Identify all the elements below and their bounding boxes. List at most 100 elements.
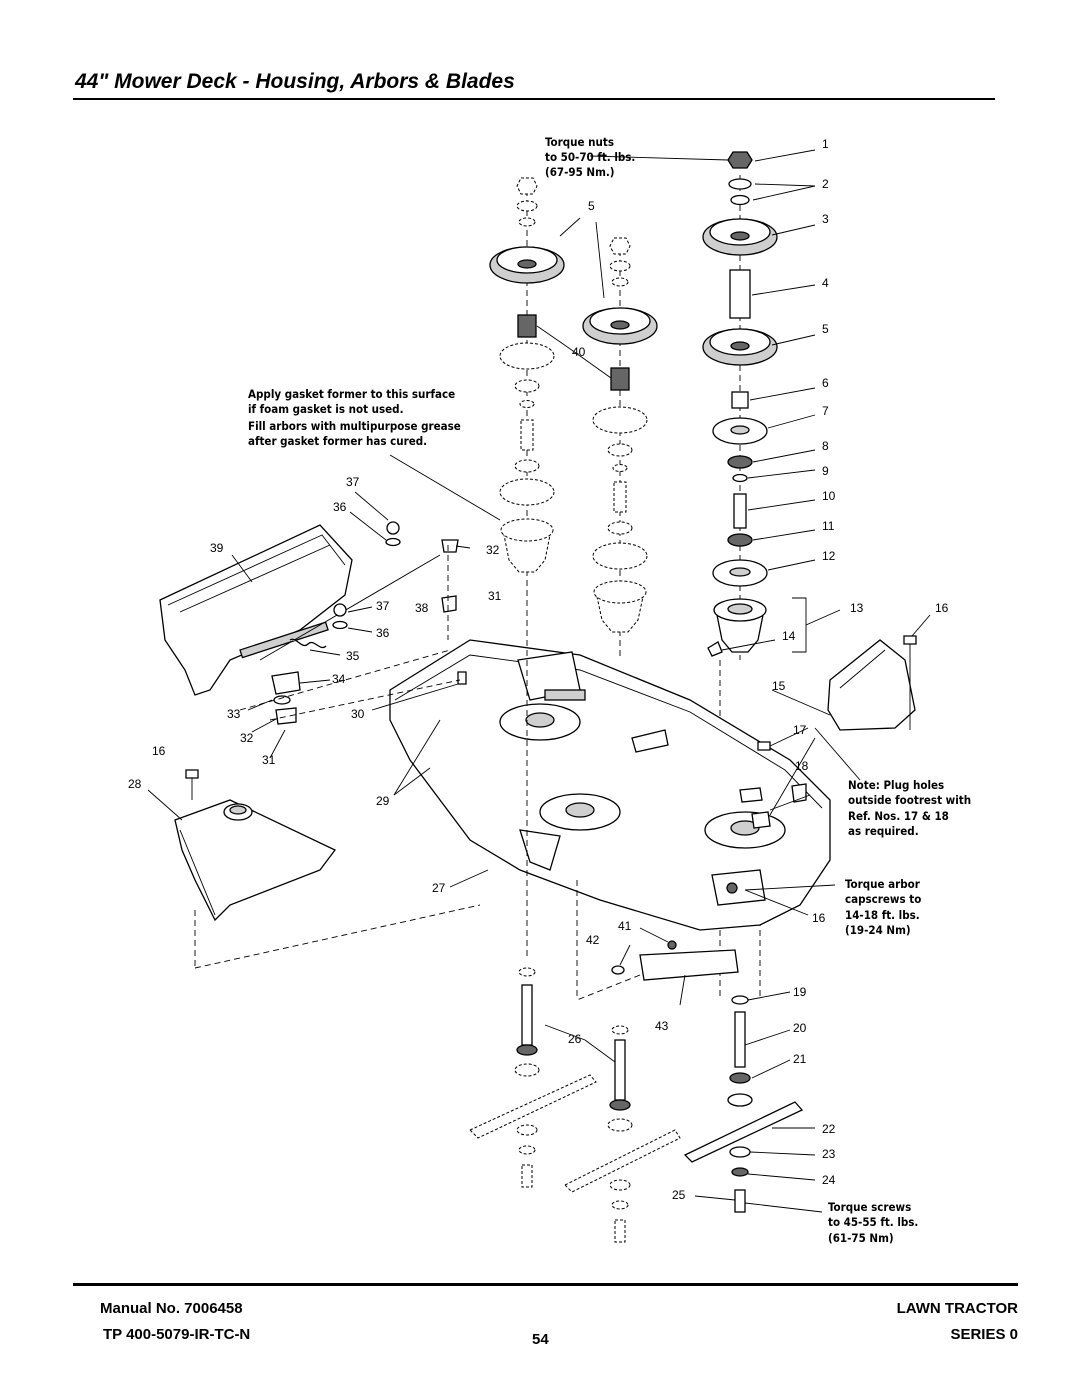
torque-arbor-note: Torque arbor capscrews to 14-18 ft. lbs.… [845,877,921,937]
right-stack-leaders [589,149,841,653]
svg-text:Ref. Nos. 17 & 18: Ref. Nos. 17 & 18 [848,809,949,823]
callout-37-lower: 37 [376,599,390,613]
callout-1: 1 [822,137,829,151]
baffle-part-43 [639,949,739,981]
product-name: LAWN TRACTOR [896,1300,1018,1317]
belt-cover-part-28 [174,769,481,969]
series-label: SERIES 0 [950,1326,1018,1343]
callout-27: 27 [432,881,446,895]
callout-10: 10 [822,489,836,503]
right-arbor-stack [702,151,778,1000]
callout-19: 19 [793,985,807,999]
svg-text:to 50-70 ft. lbs.: to 50-70 ft. lbs. [545,150,635,164]
callout-29: 29 [376,794,390,808]
blade-part-22 [683,1101,804,1163]
svg-text:14-18 ft. lbs.: 14-18 ft. lbs. [845,908,920,922]
plug-part-18 [751,811,771,829]
washer-part-24 [731,1167,749,1177]
plug-holes-note: Note: Plug holes outside footrest with R… [848,778,971,838]
page-number: 54 [532,1331,549,1348]
nut-part-42 [611,965,625,975]
callout-16-right: 16 [935,601,949,615]
callout-28: 28 [128,777,142,791]
callout-43: 43 [655,1019,669,1033]
page-title: 44" Mower Deck - Housing, Arbors & Blade… [75,70,515,93]
callout-16-left: 16 [152,744,166,758]
callout-numbers: 1 2 3 4 5 5 6 7 8 9 10 11 12 13 14 15 16… [128,137,949,1202]
tp-number: TP 400-5079-IR-TC-N [103,1326,251,1343]
callout-24: 24 [822,1173,836,1187]
callout-42: 42 [586,933,600,947]
callout-36-upper: 36 [333,500,347,514]
callout-31-upper: 31 [488,589,502,603]
nut-part-37 [386,521,400,535]
center-arbor-stack [536,217,658,660]
callout-36-lower: 36 [376,626,390,640]
torque-screws-note: Torque screws to 45-55 ft. lbs. (61-75 N… [828,1200,918,1245]
deck-housing-part-27 [389,639,831,931]
plate-part-38 [441,595,457,613]
blade-spindle-assemblies [469,600,804,1243]
callout-11: 11 [822,519,835,533]
callout-4: 4 [822,276,829,290]
svg-text:after gasket former has cured.: after gasket former has cured. [248,434,427,448]
callout-30: 30 [351,707,365,721]
callout-20: 20 [793,1021,807,1035]
callout-23: 23 [822,1147,836,1161]
bracket-part-34 [271,671,301,695]
svg-text:Torque nuts: Torque nuts [545,135,614,149]
callout-2: 2 [822,177,829,191]
svg-text:outside footrest with: outside footrest with [848,793,971,807]
callout-35: 35 [346,649,360,663]
deflector-part-39 [159,521,467,725]
washer-part-2b [730,194,750,206]
nut-part-1 [727,151,753,169]
callout-37-upper: 37 [346,475,360,489]
left-leaders [147,454,931,1213]
spindle-part-20 [734,1011,746,1068]
gasket-note: Apply gasket former to this surface if f… [248,387,461,448]
ring-part-9 [732,473,748,483]
torque-nuts-note: Torque nuts to 50-70 ft. lbs. (67-95 Nm.… [545,135,635,179]
callout-32-upper: 32 [486,543,500,557]
callout-17: 17 [793,723,807,737]
callout-38: 38 [415,601,429,615]
washer-part-23 [729,1146,751,1158]
bearing-part-8 [727,455,753,469]
svg-text:to 45-55 ft. lbs.: to 45-55 ft. lbs. [828,1215,918,1229]
title-rule [73,98,995,100]
callout-31-lower: 31 [262,753,276,767]
washer-part-19 [731,995,749,1005]
grease-fitting-part-14 [707,641,723,657]
callout-8: 8 [822,439,829,453]
callout-18: 18 [795,759,809,773]
svg-text:(61-75 Nm): (61-75 Nm) [828,1231,894,1245]
washer-part-36 [385,537,401,547]
svg-text:Torque arbor: Torque arbor [845,877,921,891]
callout-21: 21 [793,1052,807,1066]
spacer-part-10 [733,493,747,529]
screw-part-17 [757,741,771,751]
callout-7: 7 [822,404,829,418]
callout-5-center: 5 [588,199,595,213]
callout-40: 40 [572,345,586,359]
spring-part-35 [289,638,327,649]
screw-part-25 [734,1189,746,1213]
screw-part-41 [667,940,677,950]
callout-41: 41 [618,919,632,933]
svg-text:Apply gasket former to this su: Apply gasket former to this surface [248,387,455,401]
callout-26: 26 [568,1032,582,1046]
svg-text:as required.: as required. [848,824,919,838]
plate-part-32 [275,707,297,725]
svg-text:Note: Plug holes: Note: Plug holes [848,778,944,792]
cover-part-15 [751,635,917,829]
svg-text:if foam gasket is not used.: if foam gasket is not used. [248,402,404,416]
manual-number: Manual No. 7006458 [100,1300,243,1317]
bushing-part-6 [731,391,749,409]
callout-22: 22 [822,1122,836,1136]
spacer-part-40-left [517,314,537,338]
callout-16-arbor: 16 [812,911,826,925]
callout-15: 15 [772,679,786,693]
left-arbor-stack [489,177,565,600]
